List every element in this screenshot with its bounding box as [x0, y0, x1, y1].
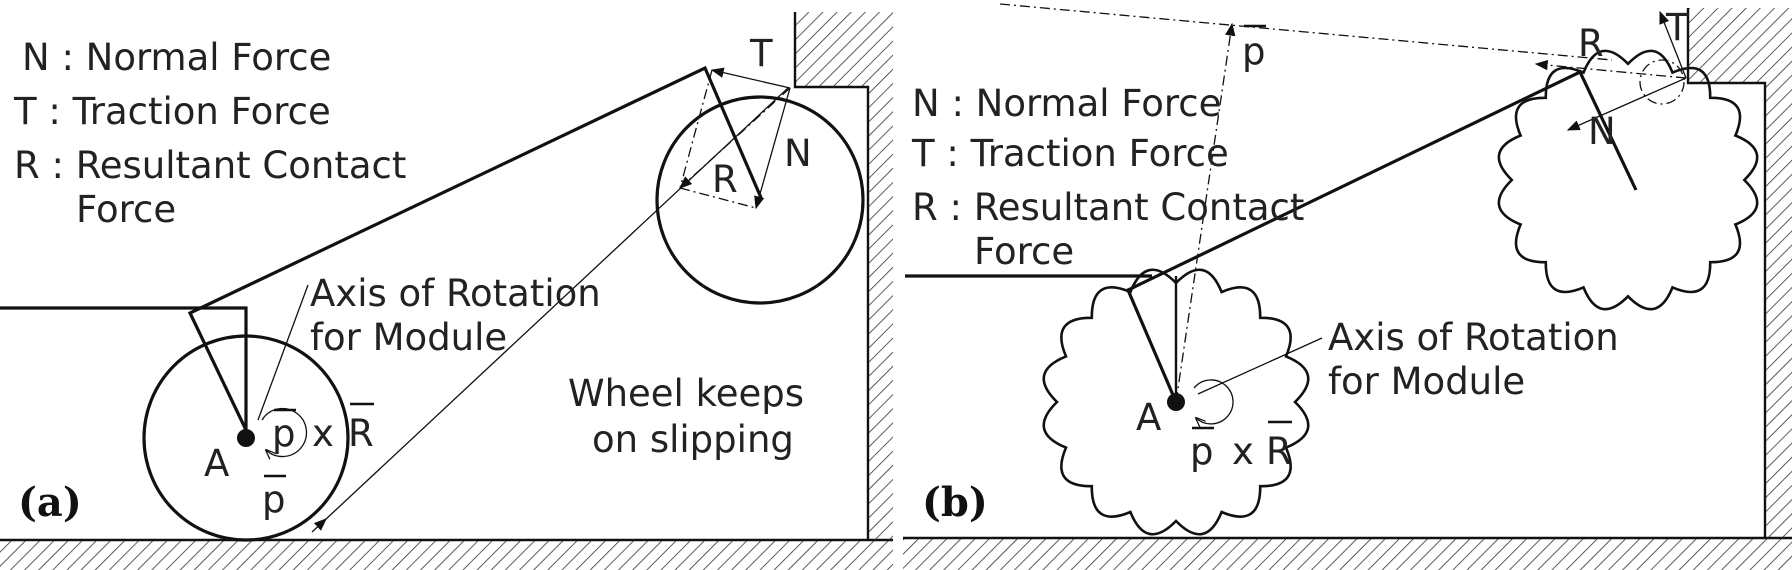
contact-circle-b	[1639, 59, 1685, 105]
point-label-a: A	[204, 442, 229, 485]
force-n-a: N	[784, 132, 812, 175]
resultant-vector-b	[1534, 59, 1687, 79]
cross-r-a: R	[348, 412, 374, 455]
wall-top-hatch-b	[1688, 8, 1792, 83]
legend-resultant-a: R : Resultant Contact	[14, 144, 406, 187]
module-arm-b	[1125, 69, 1638, 403]
panel-divider	[893, 0, 903, 570]
cross-x-a: x	[312, 412, 334, 455]
note-2-a: on slipping	[592, 418, 794, 461]
panel-b: N : Normal Force T : Traction Force R : …	[903, 3, 1792, 570]
rear-wheel-b	[1042, 268, 1310, 536]
force-r-b: R	[1578, 22, 1604, 65]
wall-side-hatch-a	[868, 87, 893, 540]
panel-label-b: (b)	[922, 479, 988, 526]
wall-outline-a	[793, 12, 870, 540]
normal-vector-b	[1566, 77, 1687, 131]
legend-resultant-cont-b: Force	[974, 230, 1074, 273]
axis-label-1-b: Axis of Rotation	[1328, 316, 1619, 359]
module-arm-a	[187, 65, 764, 431]
front-wheel-a	[655, 95, 865, 305]
legend-resultant-cont-a: Force	[76, 188, 176, 231]
axis-label-2-b: for Module	[1328, 360, 1525, 403]
vector-p-a: p	[262, 478, 286, 521]
resultant-line-b	[999, 3, 1613, 61]
ground-hatch-a	[0, 540, 893, 570]
point-label-b: A	[1136, 396, 1161, 439]
axis-leader-a	[257, 284, 309, 421]
wall-top-hatch-a	[795, 12, 893, 87]
legend-normal-b: N : Normal Force	[912, 82, 1221, 125]
ground-hatch-b	[903, 538, 1792, 570]
resultant-arrow-a	[311, 518, 327, 533]
p-vector-b	[1175, 22, 1236, 403]
force-t-b: T	[1665, 6, 1689, 49]
p-vector-a	[245, 437, 251, 441]
moment-arc-b	[1193, 379, 1234, 424]
module-body-a	[0, 306, 248, 430]
rear-wheel-b-outline	[1042, 268, 1310, 536]
legend-normal-a: N : Normal Force	[22, 36, 331, 79]
legend-traction-a: T : Traction Force	[13, 90, 331, 133]
front-wheel-b-outline	[1497, 49, 1759, 311]
cross-p-b: p	[1190, 430, 1214, 473]
normal-vector-a	[754, 87, 791, 210]
resultant-vector-a	[679, 87, 791, 189]
note-1-a: Wheel keeps	[568, 372, 804, 415]
force-r-a: R	[712, 158, 738, 201]
rear-wheel-a	[142, 334, 350, 542]
cross-p-a: p	[272, 412, 296, 455]
parallelogram-2-a	[679, 187, 757, 209]
cross-r-b: R	[1266, 430, 1292, 473]
cross-x-b: x	[1232, 430, 1254, 473]
force-t-a: T	[749, 32, 773, 75]
vector-p-b: p	[1242, 30, 1266, 73]
panel-a: N : Normal Force T : Traction Force R : …	[0, 12, 893, 570]
axis-label-1-a: Axis of Rotation	[310, 272, 601, 315]
traction-vector-a	[710, 67, 791, 89]
axis-label-2-a: for Module	[310, 316, 507, 359]
legend-resultant-b: R : Resultant Contact	[912, 186, 1304, 229]
axis-leader-b	[1197, 337, 1323, 395]
legend-traction-b: T : Traction Force	[911, 132, 1229, 175]
wall-side-hatch-b	[1765, 83, 1792, 538]
panel-label-a: (a)	[18, 479, 82, 526]
parallelogram-1-a	[679, 69, 713, 189]
wall-outline-b	[1686, 8, 1767, 538]
front-wheel-b	[1497, 49, 1759, 311]
traction-vector-b	[1659, 10, 1687, 79]
force-n-b: N	[1588, 110, 1616, 153]
